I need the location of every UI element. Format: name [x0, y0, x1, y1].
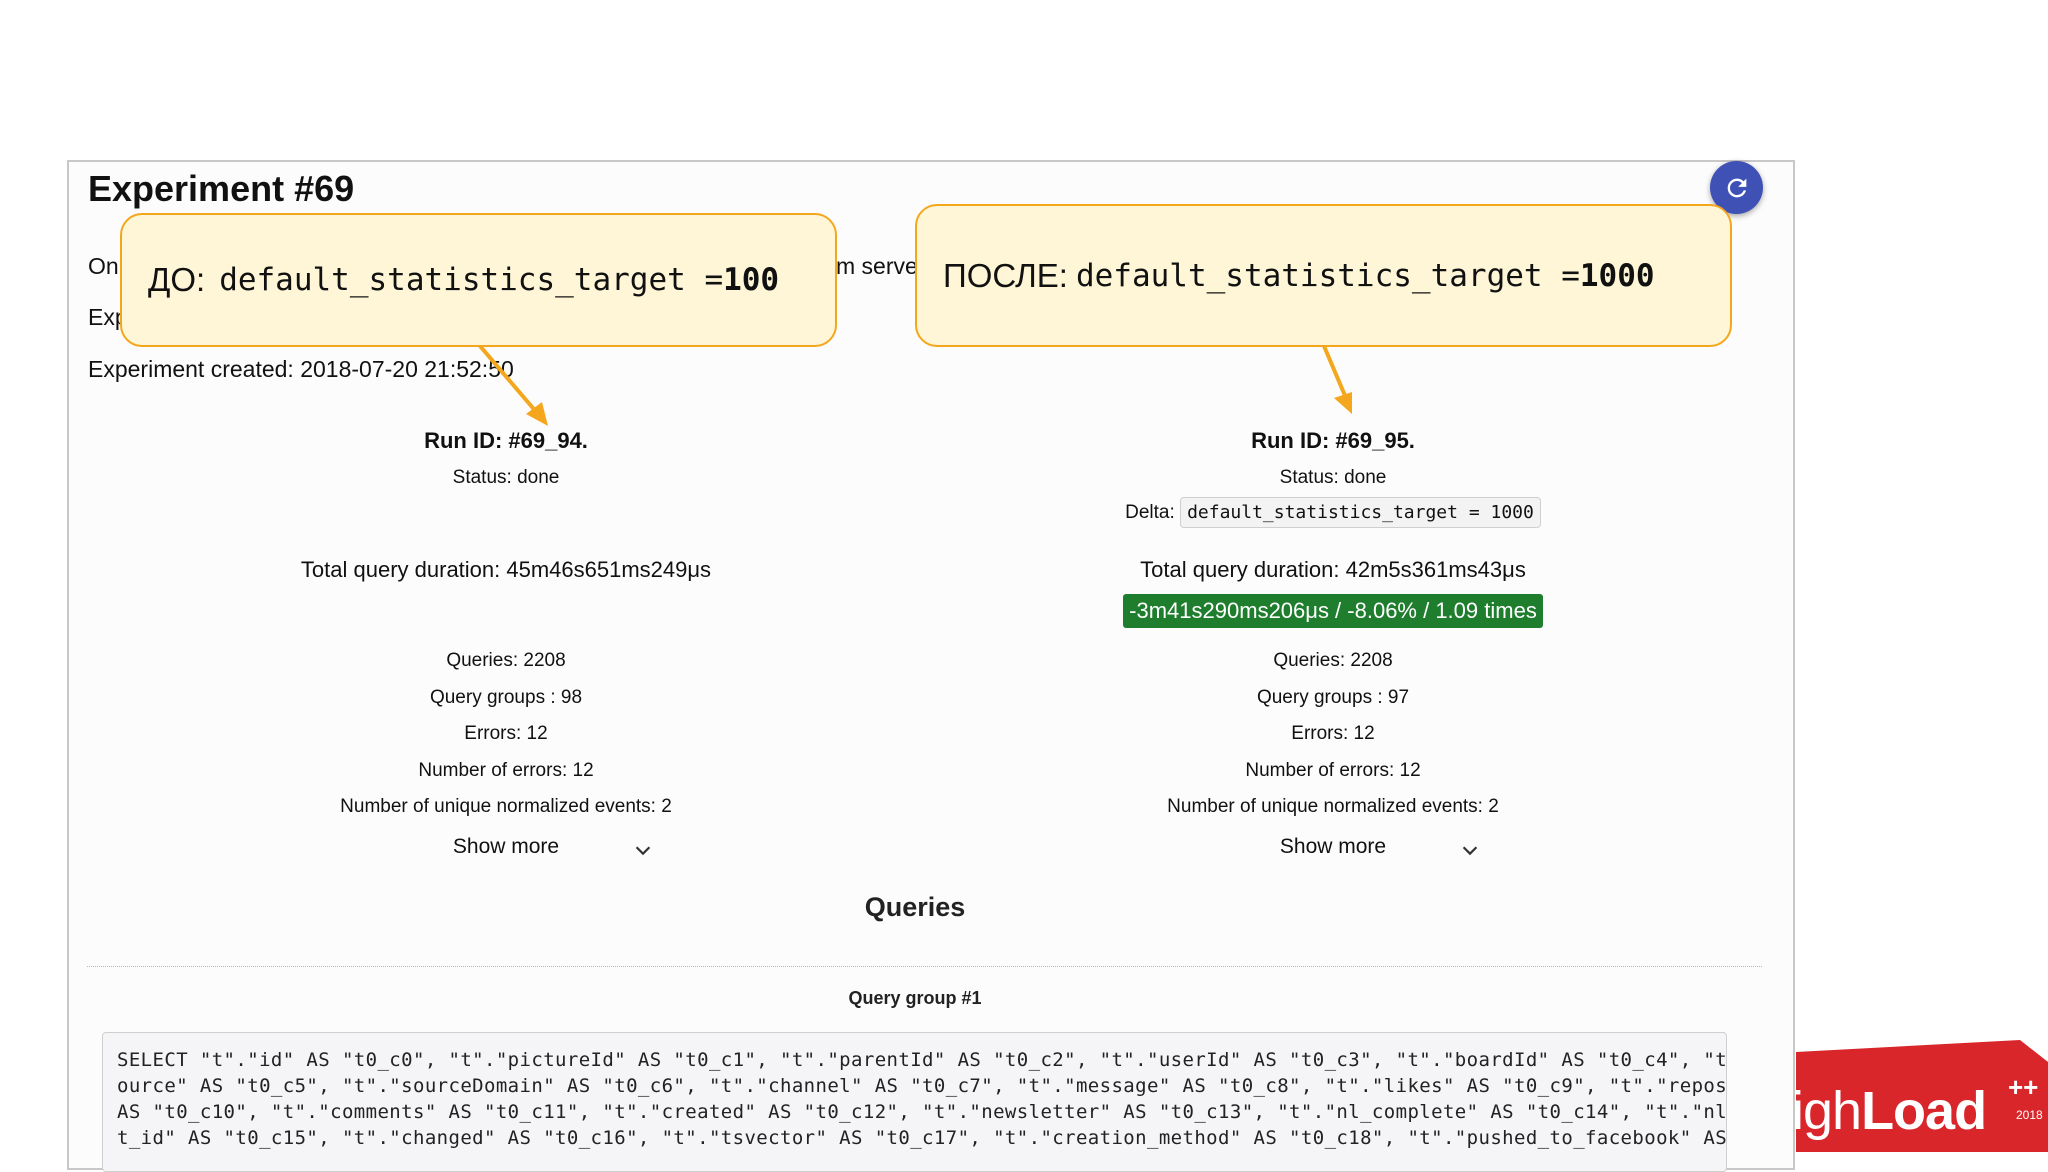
- delta-value: default_statistics_target = 1000: [1180, 497, 1541, 528]
- sql-line: SELECT "t"."id" AS "t0_c0", "t"."picture…: [117, 1049, 1727, 1071]
- show-more-label: Show more: [452, 835, 560, 858]
- query-groups-count: Query groups : 97: [1256, 687, 1410, 708]
- sql-line: t_id" AS "t0_c15", "t"."changed" AS "t0_…: [117, 1127, 1727, 1149]
- description-line-end: m serve: [836, 253, 918, 279]
- queries-count: Queries: 2208: [1273, 650, 1393, 671]
- experiment-created: Experiment created: 2018-07-20 21:52:50: [88, 356, 514, 382]
- number-of-errors: Number of errors: 12: [1245, 760, 1421, 781]
- sql-code-block: SELECT "t"."id" AS "t0_c0", "t"."picture…: [102, 1032, 1727, 1172]
- logo-superscript: ++: [2008, 1072, 2039, 1102]
- errors-count: Errors: 12: [464, 723, 548, 744]
- logo-year: 2018: [2016, 1108, 2043, 1122]
- unique-events: Number of unique normalized events: 2: [1167, 796, 1499, 817]
- query-groups-count: Query groups : 98: [429, 687, 583, 708]
- show-more-button[interactable]: Show more: [933, 835, 1733, 859]
- callout-before: ДО: default_statistics_target = 100: [120, 213, 837, 347]
- callout-after-value: 1000: [1579, 257, 1655, 294]
- arrow-line-after: [1322, 345, 1348, 399]
- queries-count: Queries: 2208: [446, 650, 566, 671]
- chevron-down-icon: [1462, 846, 1478, 856]
- arrow-line-before: [478, 344, 540, 416]
- number-of-errors: Number of errors: 12: [418, 760, 594, 781]
- section-divider: [87, 966, 1762, 967]
- description-line-start: On: [88, 253, 119, 279]
- errors-count: Errors: 12: [1291, 723, 1375, 744]
- delta-label: Delta:: [1125, 502, 1175, 523]
- queries-heading: Queries: [864, 892, 966, 922]
- unique-events: Number of unique normalized events: 2: [340, 796, 672, 817]
- run-id: Run ID: #69_95.: [1251, 428, 1415, 453]
- delta-row: Delta: default_statistics_target = 1000: [933, 497, 1733, 528]
- callout-before-value: 100: [723, 262, 780, 298]
- query-group-title: Query group #1: [848, 988, 982, 1008]
- total-query-duration: Total query duration: 45m46s651ms249μs: [300, 557, 712, 582]
- show-more-label: Show more: [1279, 835, 1387, 858]
- run-status: Status: done: [452, 467, 560, 488]
- callout-before-code: default_statistics_target =: [219, 262, 724, 298]
- run-id: Run ID: #69_94.: [424, 428, 588, 453]
- callout-after-label: ПОСЛЕ:: [943, 256, 1068, 294]
- sql-line: ource" AS "t0_c5", "t"."sourceDomain" AS…: [117, 1075, 1727, 1097]
- arrow-head-after: [1334, 392, 1352, 414]
- sql-line: AS "t0_c10", "t"."comments" AS "t0_c11",…: [117, 1101, 1727, 1123]
- refresh-icon: [1727, 178, 1746, 197]
- page-title: Experiment #69: [88, 168, 355, 209]
- run-status: Status: done: [1279, 467, 1387, 488]
- callout-after: ПОСЛЕ: default_statistics_target = 1000: [915, 204, 1732, 347]
- diff-badge-row: -3m41s290ms206μs / -8.06% / 1.09 times: [933, 594, 1733, 628]
- total-query-duration: Total query duration: 42m5s361ms43μs: [1140, 557, 1526, 582]
- show-more-button[interactable]: Show more: [106, 835, 906, 859]
- logo-text-light: igh: [1792, 1081, 1862, 1141]
- callout-before-label: ДО:: [148, 261, 206, 298]
- callout-after-code: default_statistics_target =: [1075, 257, 1580, 294]
- chevron-down-icon: [635, 846, 651, 856]
- logo-text-bold: Load: [1861, 1081, 1987, 1141]
- arrow-head-before: [526, 402, 548, 426]
- duration-diff-badge: -3m41s290ms206μs / -8.06% / 1.09 times: [1123, 594, 1543, 628]
- highload-logo: ighLoad: [1792, 1080, 1987, 1142]
